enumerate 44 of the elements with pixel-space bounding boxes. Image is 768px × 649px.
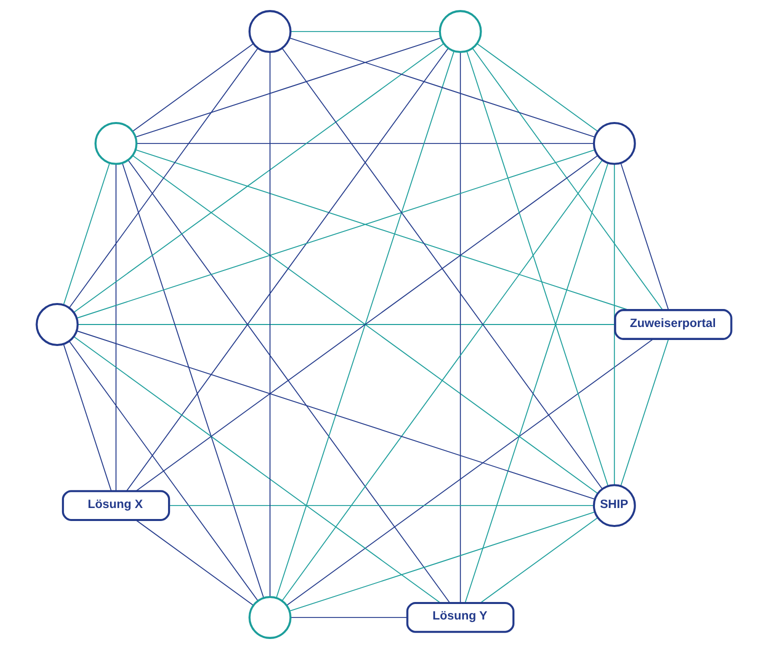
node-circle (248, 596, 292, 639)
connector (282, 48, 603, 490)
connector (460, 52, 461, 604)
connector (68, 48, 258, 308)
node-circle (248, 10, 292, 54)
connector (290, 616, 408, 618)
connector (290, 31, 440, 32)
connector (168, 505, 594, 506)
connector (282, 160, 603, 602)
connector (464, 162, 608, 604)
connector (289, 37, 596, 138)
connector (73, 336, 441, 604)
connector (63, 162, 110, 306)
node-box: Lösung Y (406, 602, 514, 633)
connector (614, 163, 615, 486)
connector (476, 43, 598, 132)
connector (135, 37, 442, 138)
connector (480, 517, 598, 604)
connector (620, 338, 669, 486)
connector (620, 162, 669, 310)
node-circle (438, 10, 482, 54)
connector (472, 48, 664, 310)
connector (73, 43, 444, 313)
connector (286, 338, 654, 606)
connector (132, 43, 254, 132)
connector (68, 340, 258, 602)
connector (276, 50, 455, 598)
connector (289, 511, 596, 612)
node-box: Lösung X (62, 490, 170, 521)
node-circle (36, 303, 79, 346)
connector (76, 149, 596, 319)
node-circle: SHIP (592, 484, 636, 528)
connector (466, 50, 608, 486)
connector (77, 324, 616, 325)
connector (136, 142, 594, 144)
node-circle (94, 122, 138, 165)
connector (128, 160, 450, 604)
connector (63, 344, 112, 492)
connector (122, 162, 264, 598)
connector (76, 330, 596, 500)
node-circle (592, 122, 636, 165)
connector (136, 520, 254, 606)
connector (126, 48, 449, 492)
node-box: Zuweiserportal (614, 309, 732, 340)
